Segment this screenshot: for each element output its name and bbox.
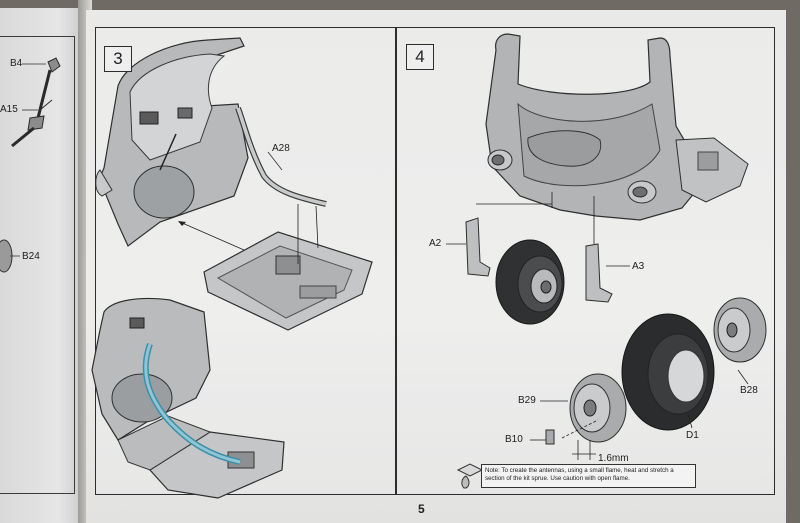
tube-part-a28-drawing xyxy=(235,106,327,207)
label-a2: A2 xyxy=(429,238,442,249)
step-3-number: 3 xyxy=(104,46,132,72)
page-number: 5 xyxy=(418,502,425,516)
antenna-note: Note: To create the antennas, using a sm… xyxy=(481,464,696,488)
wheel-half-b28-drawing xyxy=(713,297,767,363)
label-b10: B10 xyxy=(505,434,523,445)
cab-assembled-lower xyxy=(91,297,285,499)
label-a28: A28 xyxy=(272,143,290,154)
flame-icon xyxy=(456,463,484,489)
step-4-number: 4 xyxy=(406,44,434,70)
label-b24: B24 xyxy=(22,251,40,262)
label-b29: B29 xyxy=(518,395,536,406)
previous-page xyxy=(0,8,84,523)
label-b4: B4 xyxy=(10,58,23,69)
measure-indicator xyxy=(572,440,596,460)
assembled-wheel-drawing xyxy=(495,239,565,325)
label-b28: B28 xyxy=(740,385,758,396)
tire-d1-drawing xyxy=(621,313,715,431)
cab-rear-shell-upper xyxy=(95,37,249,247)
measure-label: 1.6mm xyxy=(598,453,629,464)
bracket-a3-drawing xyxy=(585,243,613,303)
antenna-mast-drawing xyxy=(11,57,61,148)
wheel-half-b29-drawing xyxy=(569,373,627,443)
previous-page-frame xyxy=(0,36,75,494)
rear-shell-step4 xyxy=(485,33,749,221)
floor-plate-upper xyxy=(203,231,373,331)
bracket-a2-drawing xyxy=(465,217,491,277)
left-page-part-b24 xyxy=(0,239,20,273)
label-a3: A3 xyxy=(632,261,645,272)
label-d1: D1 xyxy=(686,430,699,441)
pin-b10-drawing xyxy=(545,429,555,445)
label-a15: A15 xyxy=(0,104,18,115)
